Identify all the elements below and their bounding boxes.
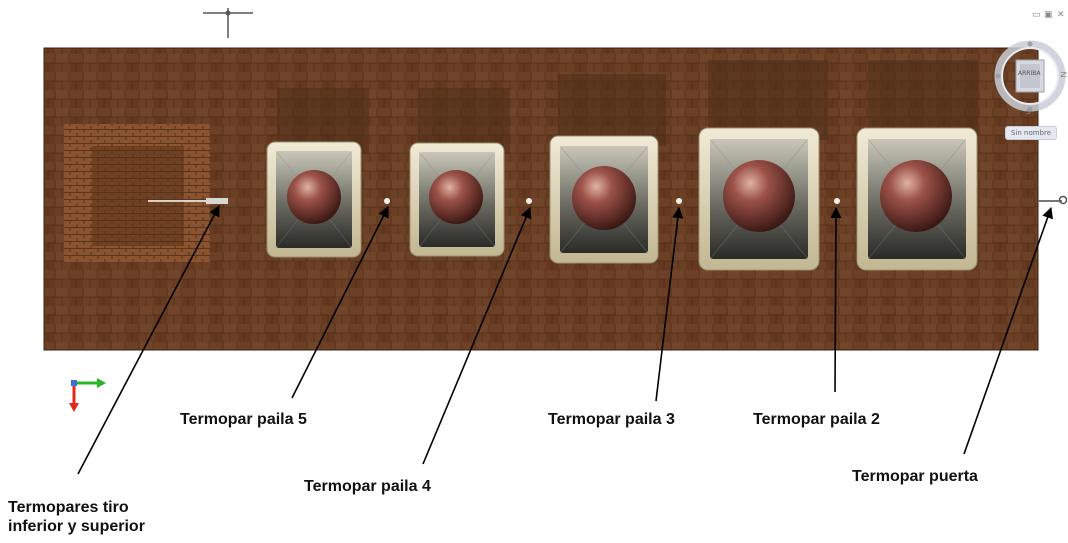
restore-icon[interactable]: ▣ — [1044, 10, 1053, 20]
compass-north-label: N — [1058, 71, 1068, 78]
label-termopar-puerta: Termopar puerta — [852, 468, 978, 485]
viewcube[interactable] — [994, 40, 1066, 112]
named-view-pill[interactable]: Sin nombre — [1005, 126, 1057, 140]
label-termopar-paila-5: Termopar paila 5 — [180, 411, 307, 428]
compass-south-label: S — [1026, 108, 1031, 116]
arrow-paila4 — [422, 206, 532, 465]
minimize-icon[interactable]: ▭ — [1032, 10, 1041, 20]
paila-5 — [266, 141, 362, 258]
close-icon[interactable]: ✕ — [1057, 10, 1065, 20]
label-termopar-paila-2: Termopar paila 2 — [753, 411, 880, 428]
label-termopares-tiro: Termopares tiro inferior y superior — [8, 498, 145, 536]
paila-4 — [409, 142, 505, 257]
ucs-axis-icon — [69, 378, 106, 412]
label-termopar-paila-3: Termopar paila 3 — [548, 411, 675, 428]
pan-shadow — [558, 74, 666, 146]
arrow-puerta — [963, 206, 1053, 455]
label-termopares-tiro-line2: inferior y superior — [8, 518, 145, 535]
thermocouple-paila2-marker — [834, 198, 840, 204]
paila-1 — [856, 127, 978, 271]
label-termopar-paila-4: Termopar paila 4 — [304, 478, 431, 495]
paila-2 — [698, 127, 820, 271]
viewcube-face-label: ARRIBA — [1018, 70, 1041, 77]
label-termopares-tiro-line1: Termopares tiro — [8, 499, 129, 516]
arrow-paila3 — [655, 206, 684, 402]
thermocouple-door-marker — [1038, 195, 1068, 205]
thermocouple-paila4-marker — [526, 198, 532, 204]
thermocouple-paila5-marker — [384, 198, 390, 204]
paila-3 — [549, 135, 659, 264]
arrow-paila5 — [291, 205, 389, 399]
pan-shadow — [708, 60, 828, 140]
tripod-marker-icon — [203, 8, 253, 38]
firebox — [64, 124, 228, 262]
arrow-tiro — [77, 205, 220, 475]
thermocouple-paila3-marker — [676, 198, 682, 204]
pan-shadow — [868, 60, 978, 140]
arrow-paila2 — [830, 206, 842, 393]
